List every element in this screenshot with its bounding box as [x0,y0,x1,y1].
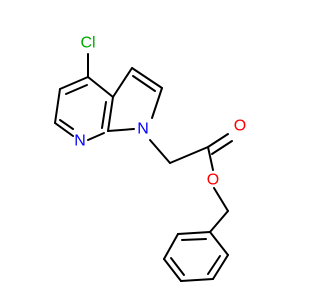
bond-n1-c7a [107,128,135,132]
bond-c5-c4-inner [65,84,88,95]
bond-co-double-b [211,140,233,155]
molecule-structure: Cl N N O O [54,35,246,282]
bond-cco-o [207,146,214,171]
bond-ph-2 [212,254,229,280]
bond-c2-n1 [151,87,163,119]
atom-cl: Cl [80,35,95,52]
bond-c6-c5 [54,88,61,124]
bond-ph-inner-2 [170,257,185,276]
structure-drawing: Cl N N O O [54,35,246,282]
bond-ph-1 [209,231,229,256]
bond-c4-c3a [87,76,114,98]
bond-n7-c6-inner [59,119,74,130]
atom-o-ester: O [207,172,219,189]
bond-c7a-n7 [87,132,105,141]
bond-o-ch2 [213,187,229,212]
bond-ph-inner-3 [181,238,207,241]
bond-ph-4 [163,258,182,282]
bond-n1-ch2 [149,139,171,164]
bond-ph-inner-1 [207,255,221,275]
bond-ph-5 [163,233,179,260]
bond-ch2-ph [209,210,229,233]
bond-n7-c6 [54,122,74,137]
bond-c5-c4 [59,76,89,90]
bond-ph-6 [177,231,211,235]
bond-c3a-c7a [107,96,114,132]
bond-c3-c2 [131,67,163,89]
atom-n-pyrrole: N [137,121,149,138]
bond-c3-c2-inner [132,75,156,92]
atom-o-carbonyl: O [234,118,246,135]
bond-ph-3 [180,278,214,282]
atom-n-pyridine: N [74,133,86,150]
bond-c3a-c3 [112,67,133,98]
bond-ch2-cco [169,146,209,164]
bond-co-double-a [207,133,229,148]
bond-c3a-c7a-inner [101,101,107,129]
